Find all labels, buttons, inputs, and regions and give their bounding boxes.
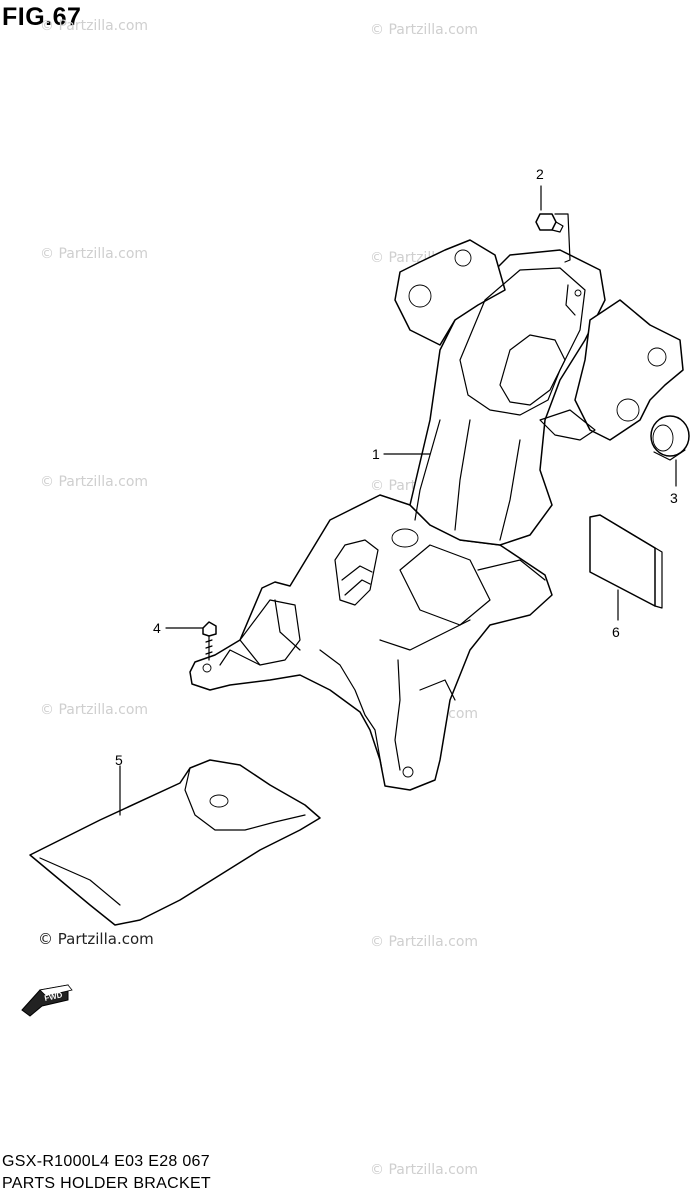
part-group-name: PARTS HOLDER BRACKET xyxy=(2,1175,212,1192)
fwd-label: FWD xyxy=(44,990,64,1003)
watermark: © Partzilla.com xyxy=(370,22,479,38)
part-6-label[interactable] xyxy=(589,514,663,621)
fwd-arrow-icon: FWD xyxy=(21,984,73,1017)
watermark: © Partzilla.com xyxy=(40,474,149,490)
callout-4[interactable]: 4 xyxy=(153,620,161,636)
part-3-grommet[interactable] xyxy=(650,415,690,487)
callout-5[interactable]: 5 xyxy=(115,752,123,768)
model-code: GSX-R1000L4 E03 E28 067 xyxy=(2,1153,210,1170)
watermark: © Partzilla.com xyxy=(370,934,479,950)
watermark: © Partzilla.com xyxy=(40,18,149,34)
part-1-bracket[interactable] xyxy=(189,239,684,791)
callout-3[interactable]: 3 xyxy=(670,490,678,506)
callout-1[interactable]: 1 xyxy=(372,446,380,462)
figure-title: FIG.67 xyxy=(2,3,82,31)
watermark: © Partzilla.com xyxy=(40,246,149,262)
callout-2[interactable]: 2 xyxy=(536,166,544,182)
part-5-sheet[interactable] xyxy=(29,759,321,926)
part-2-screw[interactable] xyxy=(535,185,571,263)
watermark: © Partzilla.com xyxy=(370,1162,479,1178)
part-4-screw[interactable] xyxy=(165,621,217,661)
watermark-dark: © Partzilla.com xyxy=(38,930,154,948)
watermark: © Partzilla.com xyxy=(40,702,149,718)
callout-6[interactable]: 6 xyxy=(612,624,620,640)
